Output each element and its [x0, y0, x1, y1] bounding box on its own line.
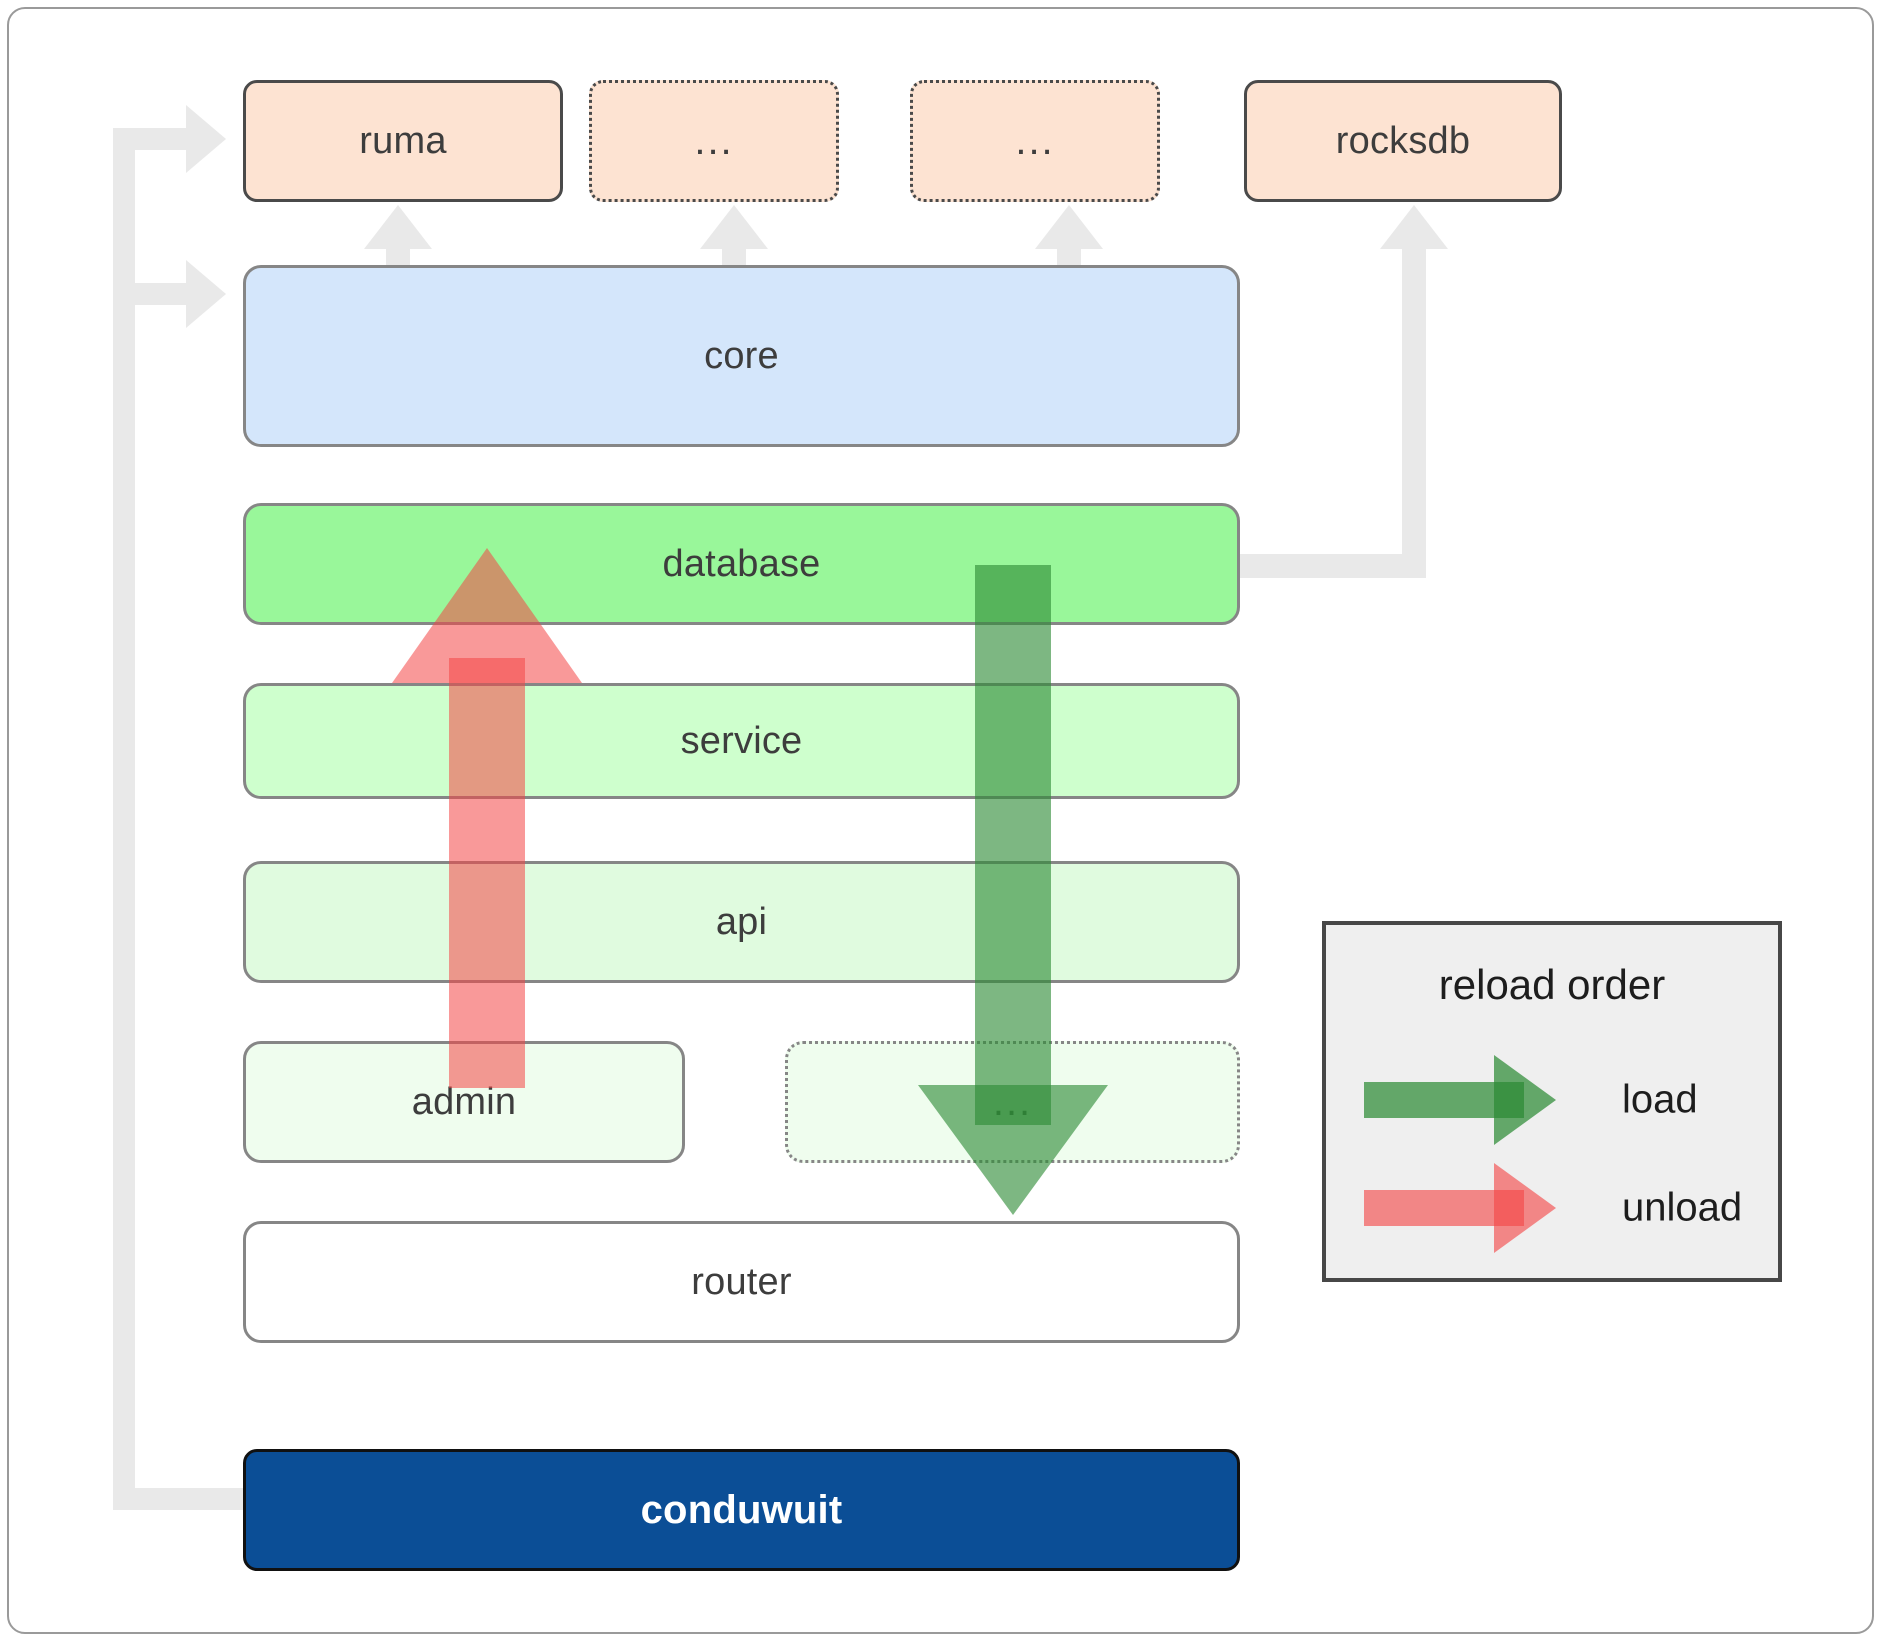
dependency-label: ...	[1015, 118, 1055, 163]
layer-box-core[interactable]: core	[243, 265, 1240, 447]
layer-label: core	[704, 334, 779, 377]
application-box-conduwuit[interactable]: conduwuit	[243, 1449, 1240, 1571]
legend-unload-label: unload	[1622, 1185, 1743, 1230]
connector-arrowhead-ruma	[186, 105, 226, 173]
dependency-label: rocksdb	[1335, 119, 1471, 162]
unload-arrow	[392, 548, 582, 1093]
layer-label: api	[715, 900, 768, 943]
layer-box-router[interactable]: router	[243, 1221, 1240, 1343]
load-arrow	[918, 565, 1108, 1325]
connector-arrowhead-core	[186, 260, 226, 328]
load-arrow-shaft	[975, 565, 1051, 1125]
legend-row-load: load	[1364, 1055, 1748, 1145]
connector-core-to-dep2-head	[700, 205, 768, 249]
legend-unload-head	[1494, 1163, 1556, 1253]
layer-box-service[interactable]: service	[243, 683, 1240, 799]
dependency-label: ruma	[359, 119, 447, 162]
legend-unload-arrow-icon	[1364, 1163, 1600, 1253]
connector-core-to-ruma-head	[364, 205, 432, 249]
dependency-box-placeholder-1[interactable]: ...	[589, 80, 839, 202]
connector-left-vertical	[113, 135, 135, 1510]
dependency-box-ruma[interactable]: ruma	[243, 80, 563, 202]
legend-panel: reload order load unload	[1322, 921, 1782, 1282]
connector-branch-core	[113, 283, 188, 305]
layer-label: router	[691, 1260, 792, 1303]
layer-box-api[interactable]: api	[243, 861, 1240, 983]
connector-core-to-dep3-head	[1035, 205, 1103, 249]
legend-load-label: load	[1622, 1077, 1698, 1122]
legend-row-unload: unload	[1364, 1163, 1748, 1253]
dependency-label: ...	[694, 118, 734, 163]
dependency-box-rocksdb[interactable]: rocksdb	[1244, 80, 1562, 202]
connector-database-to-rocksdb-horizontal	[1240, 554, 1426, 578]
load-arrow-head	[918, 1085, 1108, 1215]
unload-arrow-shaft	[449, 658, 525, 1088]
layer-label: database	[662, 542, 821, 585]
legend-load-arrow-icon	[1364, 1055, 1600, 1145]
application-label: conduwuit	[640, 1487, 843, 1532]
dependency-box-placeholder-2[interactable]: ...	[910, 80, 1160, 202]
layer-label: service	[680, 719, 803, 762]
connector-database-to-rocksdb-head	[1380, 205, 1448, 249]
legend-load-head	[1494, 1055, 1556, 1145]
connector-database-to-rocksdb-vertical	[1402, 232, 1426, 578]
legend-title: reload order	[1438, 961, 1666, 1008]
connector-bottom-to-app	[113, 1488, 243, 1510]
connector-branch-ruma	[113, 128, 188, 150]
